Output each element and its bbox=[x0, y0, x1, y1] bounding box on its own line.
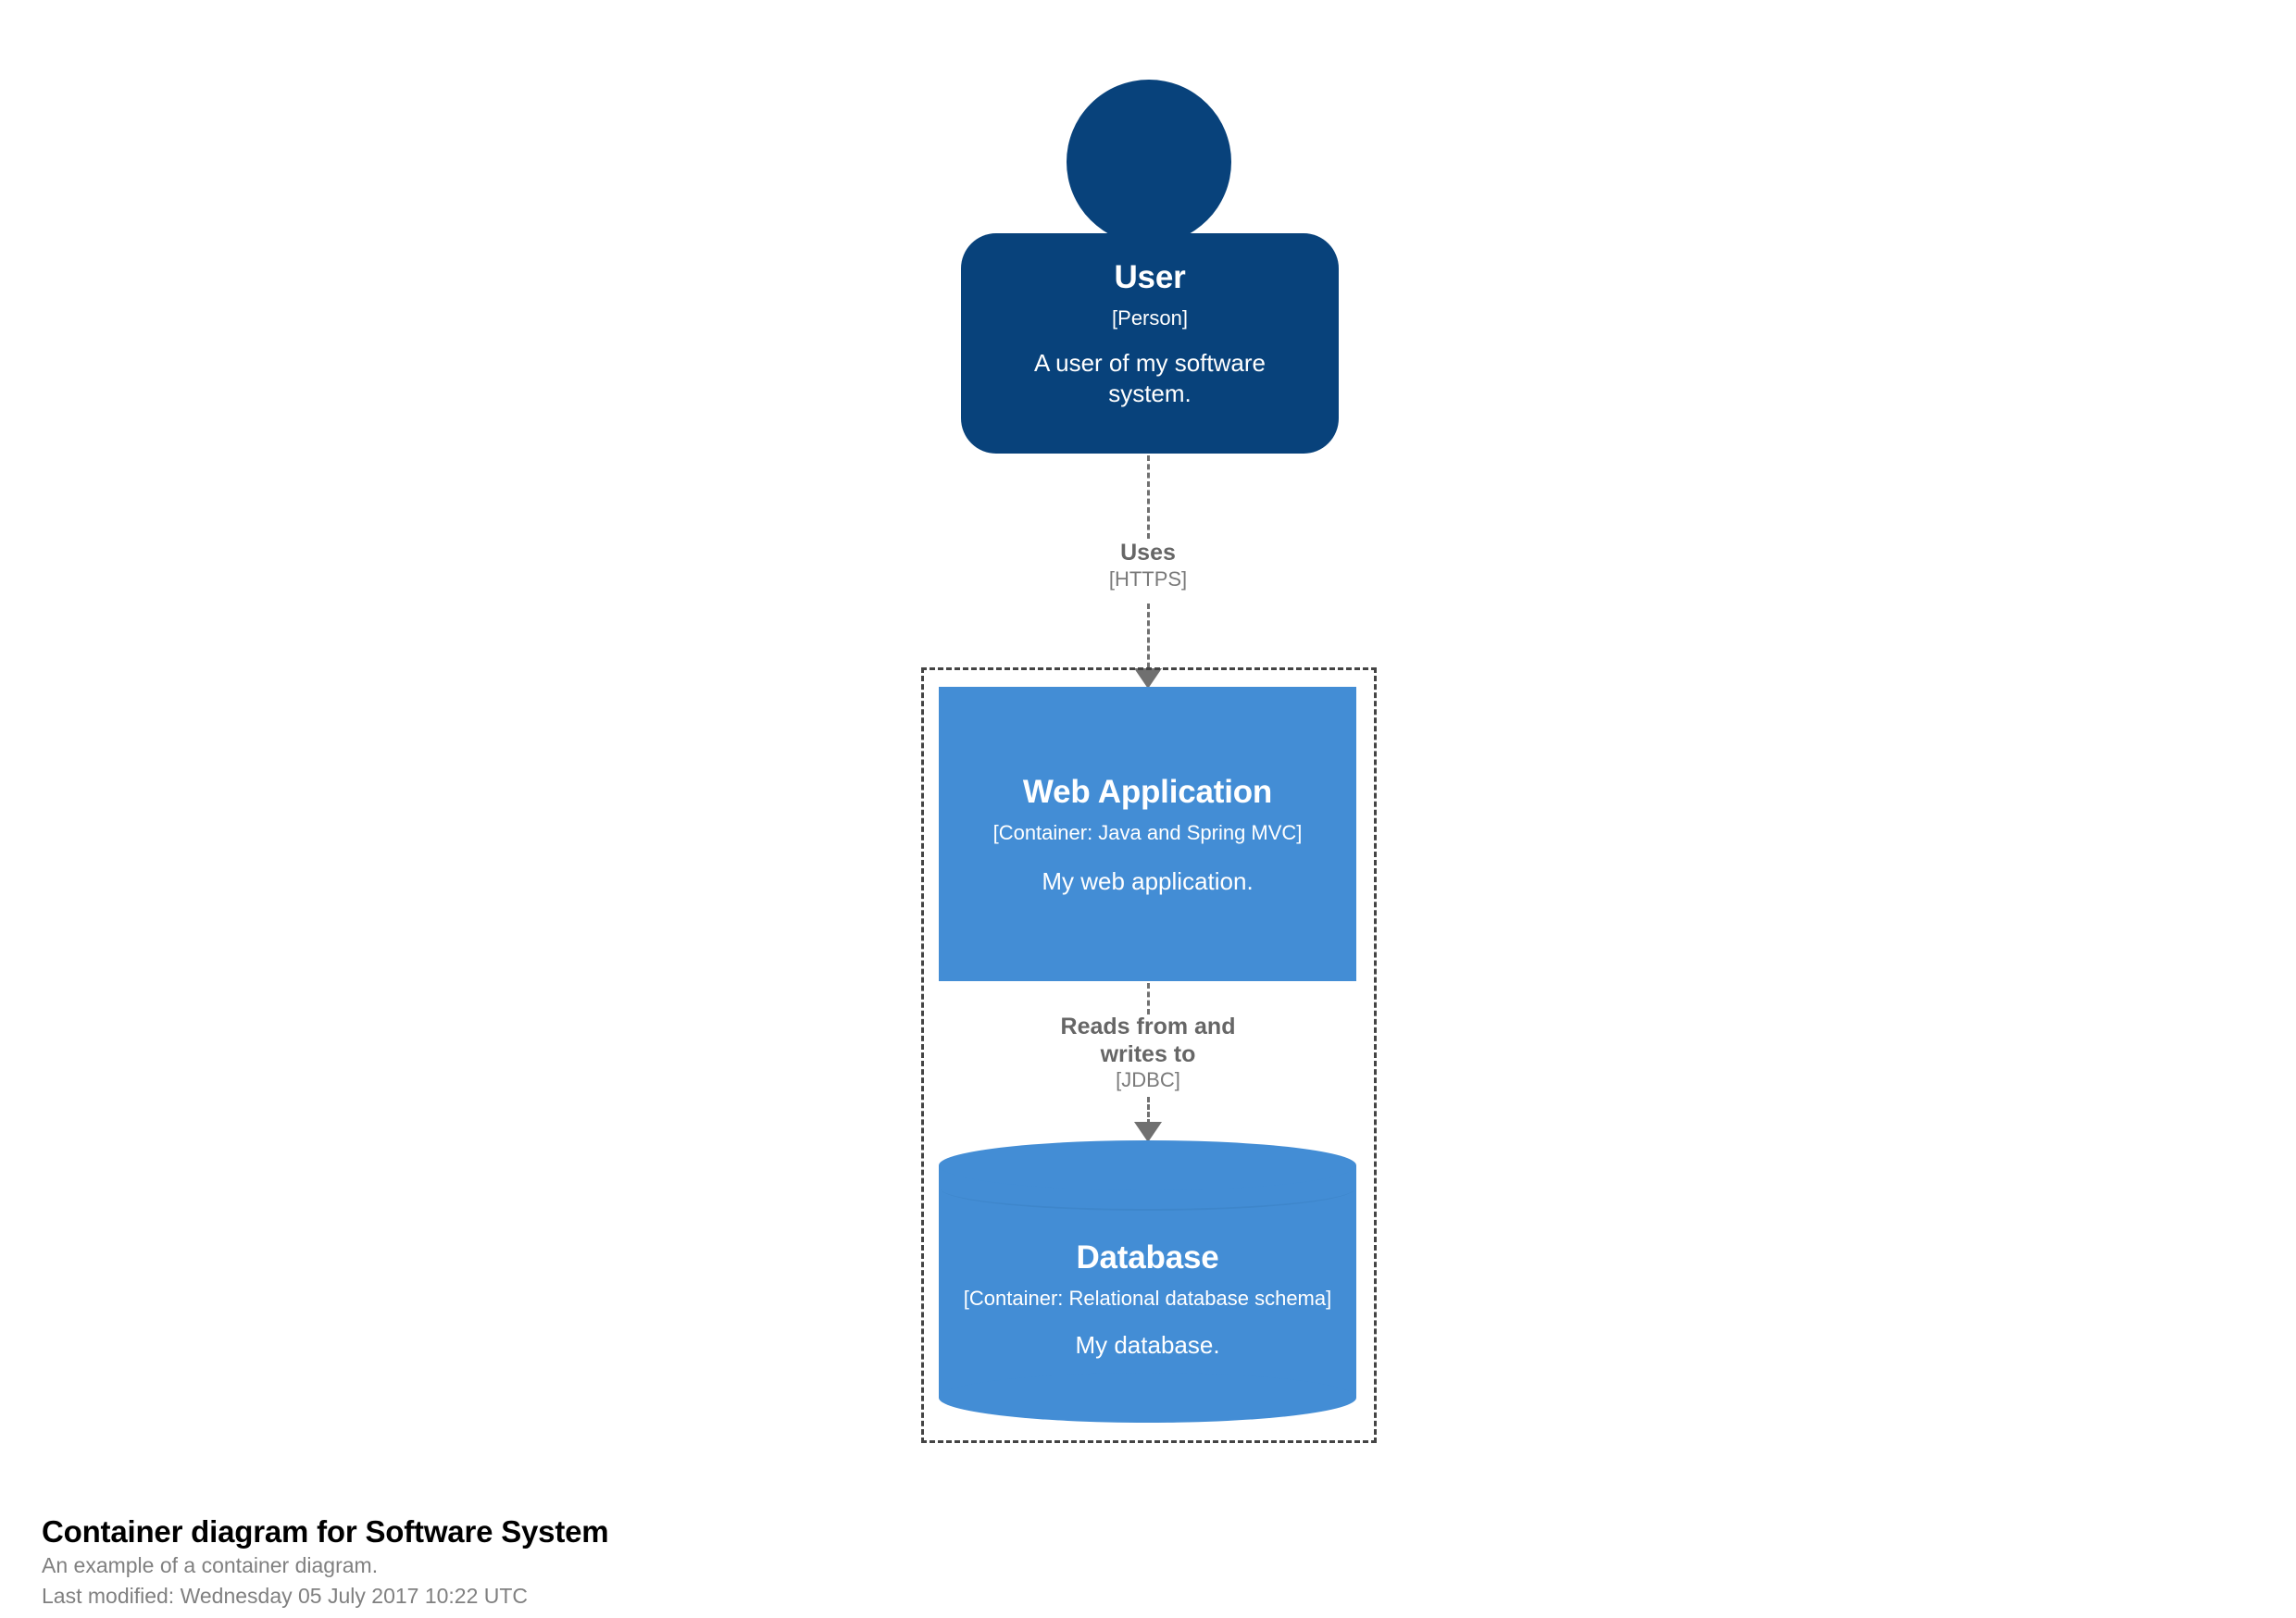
caption-title: Container diagram for Software System bbox=[42, 1514, 609, 1549]
software-system-boundary bbox=[921, 667, 1377, 1443]
relationship-uses-label: Uses [HTTPS] bbox=[1000, 540, 1296, 591]
relationship-uses-line-upper bbox=[1147, 455, 1150, 539]
person-body-shape bbox=[961, 233, 1339, 454]
relationship-reads-writes-line-upper bbox=[1147, 983, 1150, 1014]
container-web-application-technology: [Container: Java and Spring MVC] bbox=[992, 821, 1303, 844]
relationship-uses-technology: [HTTPS] bbox=[1108, 566, 1188, 591]
person-head-shape bbox=[1067, 80, 1231, 244]
relationship-reads-writes-arrowhead-icon bbox=[1134, 1122, 1162, 1142]
container-web-application-description: My web application. bbox=[1042, 867, 1254, 895]
database-cylinder-rim-line bbox=[941, 1166, 1354, 1211]
container-web-application[interactable]: Web Application [Container: Java and Spr… bbox=[939, 687, 1356, 981]
caption-subtitle: An example of a container diagram. bbox=[42, 1553, 379, 1578]
relationship-uses-line-lower bbox=[1147, 604, 1150, 685]
caption-last-modified: Last modified: Wednesday 05 July 2017 10… bbox=[42, 1583, 529, 1608]
relationship-reads-writes-line-lower bbox=[1147, 1097, 1150, 1139]
relationship-uses-description: Uses bbox=[1120, 540, 1176, 566]
database-cylinder-bottom-ellipse bbox=[939, 1373, 1356, 1423]
container-database[interactable]: Database [Container: Relational database… bbox=[939, 1140, 1356, 1423]
person-user[interactable]: User [Person] A user of my software syst… bbox=[961, 80, 1339, 454]
diagram-caption: Container diagram for Software System An… bbox=[42, 1512, 1338, 1612]
container-web-application-name: Web Application bbox=[1022, 774, 1273, 810]
relationship-uses-arrowhead-icon bbox=[1134, 668, 1162, 689]
